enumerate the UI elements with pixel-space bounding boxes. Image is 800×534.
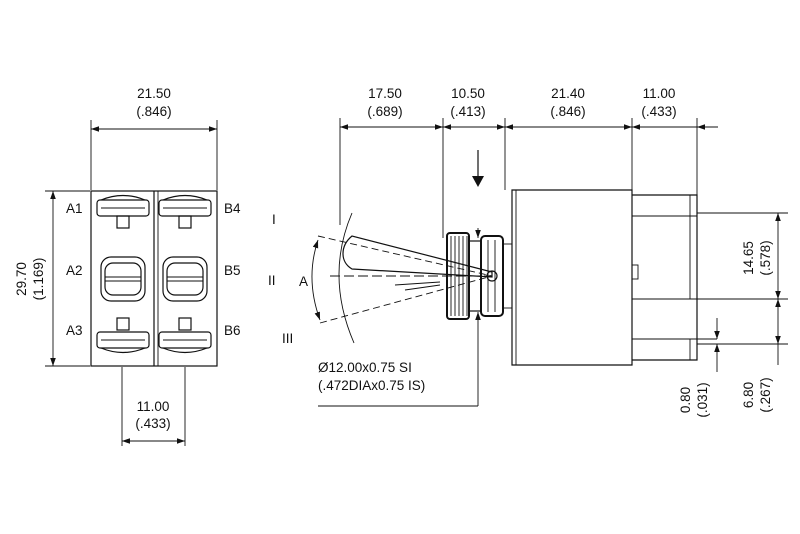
dim-pin-in: (.031) — [695, 382, 710, 417]
dim-pin-mm: 0.80 — [678, 387, 693, 413]
position-label-i: I — [272, 212, 276, 227]
front-pitch-in: (.433) — [135, 416, 170, 431]
terminal-a2 — [100, 256, 146, 302]
terminal-label-a3: A3 — [66, 323, 83, 338]
terminal-group — [96, 194, 212, 354]
dim-right-upper-in: (.578) — [758, 240, 773, 275]
front-pitch-dimension: 11.00 (.433) — [121, 367, 186, 446]
toggle-lever — [311, 212, 493, 344]
switch-housing — [511, 189, 717, 366]
dim-top-1-in: (.689) — [367, 104, 402, 119]
dim-top-4-mm: 11.00 — [643, 86, 676, 101]
front-width-in: (.846) — [136, 104, 171, 119]
dim-top-2-in: (.413) — [450, 104, 485, 119]
front-width-mm: 21.50 — [137, 86, 171, 101]
thread-spec-si: Ø12.00x0.75 SI — [318, 360, 412, 375]
terminal-b6 — [158, 317, 212, 354]
position-label-ii: II — [268, 273, 276, 288]
dim-top-3-in: (.846) — [550, 104, 585, 119]
side-right-dimensions: 14.65 (.578) 6.80 (.267) 0.80 (.031) — [678, 212, 788, 418]
dim-top-2-mm: 10.50 — [451, 86, 485, 101]
terminal-a1 — [96, 194, 150, 229]
front-height-dimension: 29.70 (1.169) — [14, 190, 90, 367]
terminal-a3 — [96, 317, 150, 354]
thread-spec-is: (.472DIAx0.75 IS) — [318, 378, 425, 393]
thread-callout: Ø12.00x0.75 SI (.472DIAx0.75 IS) — [318, 228, 481, 407]
front-view: 21.50 (.846) 29.70 (1.169) 11.00 (.433) … — [14, 86, 241, 446]
angle-label-a: A — [299, 274, 308, 289]
actuation-arrow-icon — [472, 150, 484, 187]
dim-top-4-in: (.433) — [641, 104, 676, 119]
dim-top-3-mm: 21.40 — [551, 86, 585, 101]
side-view: 17.50 (.689) 10.50 (.413) 21.40 (.846) 1… — [268, 86, 788, 418]
side-top-dimensions: 17.50 (.689) 10.50 (.413) 21.40 (.846) 1… — [339, 86, 718, 238]
dim-top-1-mm: 17.50 — [368, 86, 402, 101]
front-pitch-mm: 11.00 — [137, 399, 170, 414]
terminal-label-b5: B5 — [224, 263, 241, 278]
dim-right-lower-mm: 6.80 — [741, 382, 756, 408]
front-height-mm: 29.70 — [14, 262, 29, 296]
front-width-dimension: 21.50 (.846) — [90, 86, 218, 190]
front-height-in: (1.169) — [31, 258, 46, 301]
terminal-b4 — [158, 194, 212, 229]
terminal-label-a1: A1 — [66, 201, 83, 216]
terminal-label-a2: A2 — [66, 263, 83, 278]
dim-right-lower-in: (.267) — [758, 377, 773, 412]
dim-right-upper-mm: 14.65 — [741, 241, 756, 275]
terminal-b5 — [162, 256, 208, 302]
terminal-label-b6: B6 — [224, 323, 241, 338]
position-label-iii: III — [282, 331, 293, 346]
terminal-label-b4: B4 — [224, 201, 241, 216]
